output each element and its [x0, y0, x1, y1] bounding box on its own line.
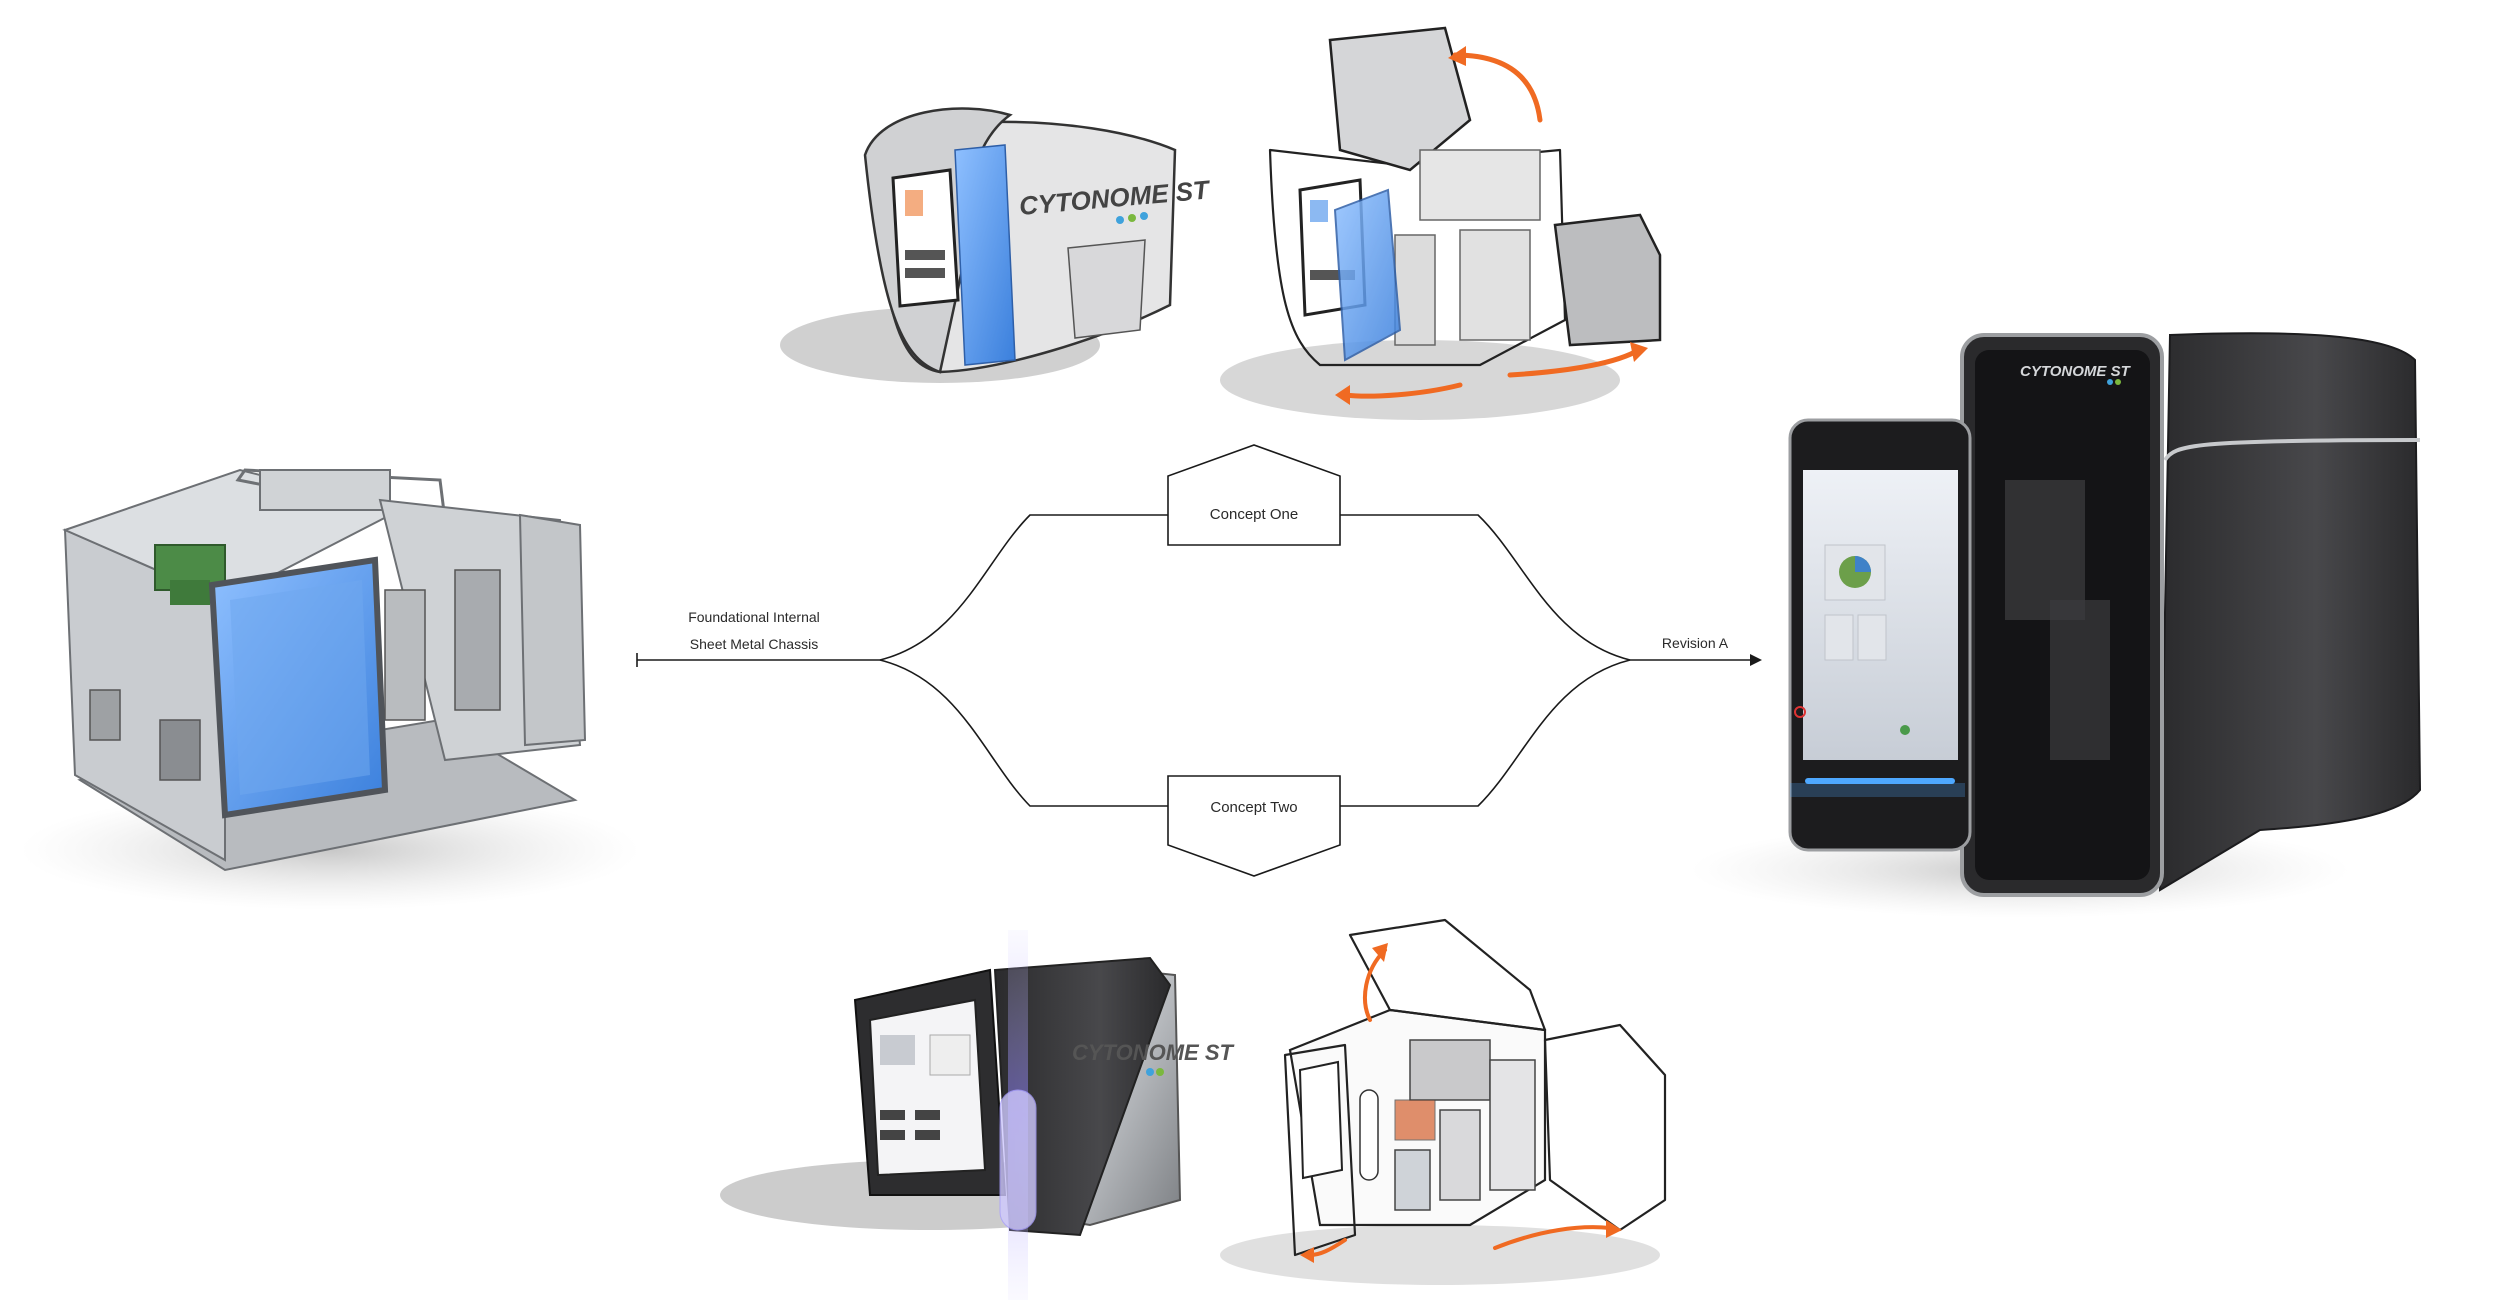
- branch-lower-right: [1340, 659, 1631, 807]
- concept-one-sketch-open: [1220, 26, 1662, 420]
- result-label: Revision A: [1662, 635, 1729, 651]
- concept-two-label: Concept Two: [1210, 799, 1297, 816]
- status-icon: [1900, 725, 1910, 735]
- branch-lower-left: [879, 659, 1168, 807]
- concept-two-node: Concept Two: [1167, 775, 1341, 877]
- flow-lines: [636, 514, 1762, 807]
- chassis-render: [20, 468, 640, 910]
- origin-label: Foundational Internal Sheet Metal Chassi…: [688, 609, 820, 652]
- power-icon: [1794, 706, 1806, 718]
- revision-a-logo: CYTONOME ST: [2020, 363, 2132, 380]
- origin-label-line2: Sheet Metal Chassis: [690, 636, 818, 652]
- concept-one-label: Concept One: [1210, 506, 1298, 523]
- concept-one-node: Concept One: [1167, 444, 1341, 546]
- branch-upper-right: [1340, 514, 1631, 661]
- concept-two-render: CYTONOME ST: [720, 930, 1235, 1300]
- concept-two-logo: CYTONOME ST: [1072, 1040, 1235, 1065]
- concept-one-sketch-closed: CYTONOME ST: [780, 107, 1212, 383]
- origin-label-line1: Foundational Internal: [688, 609, 820, 625]
- concept-two-sketch-open: [1220, 918, 1667, 1285]
- revision-a-render: CYTONOME ST: [1690, 332, 2422, 918]
- result-arrowhead: [1750, 654, 1762, 666]
- branch-upper-left: [879, 514, 1168, 661]
